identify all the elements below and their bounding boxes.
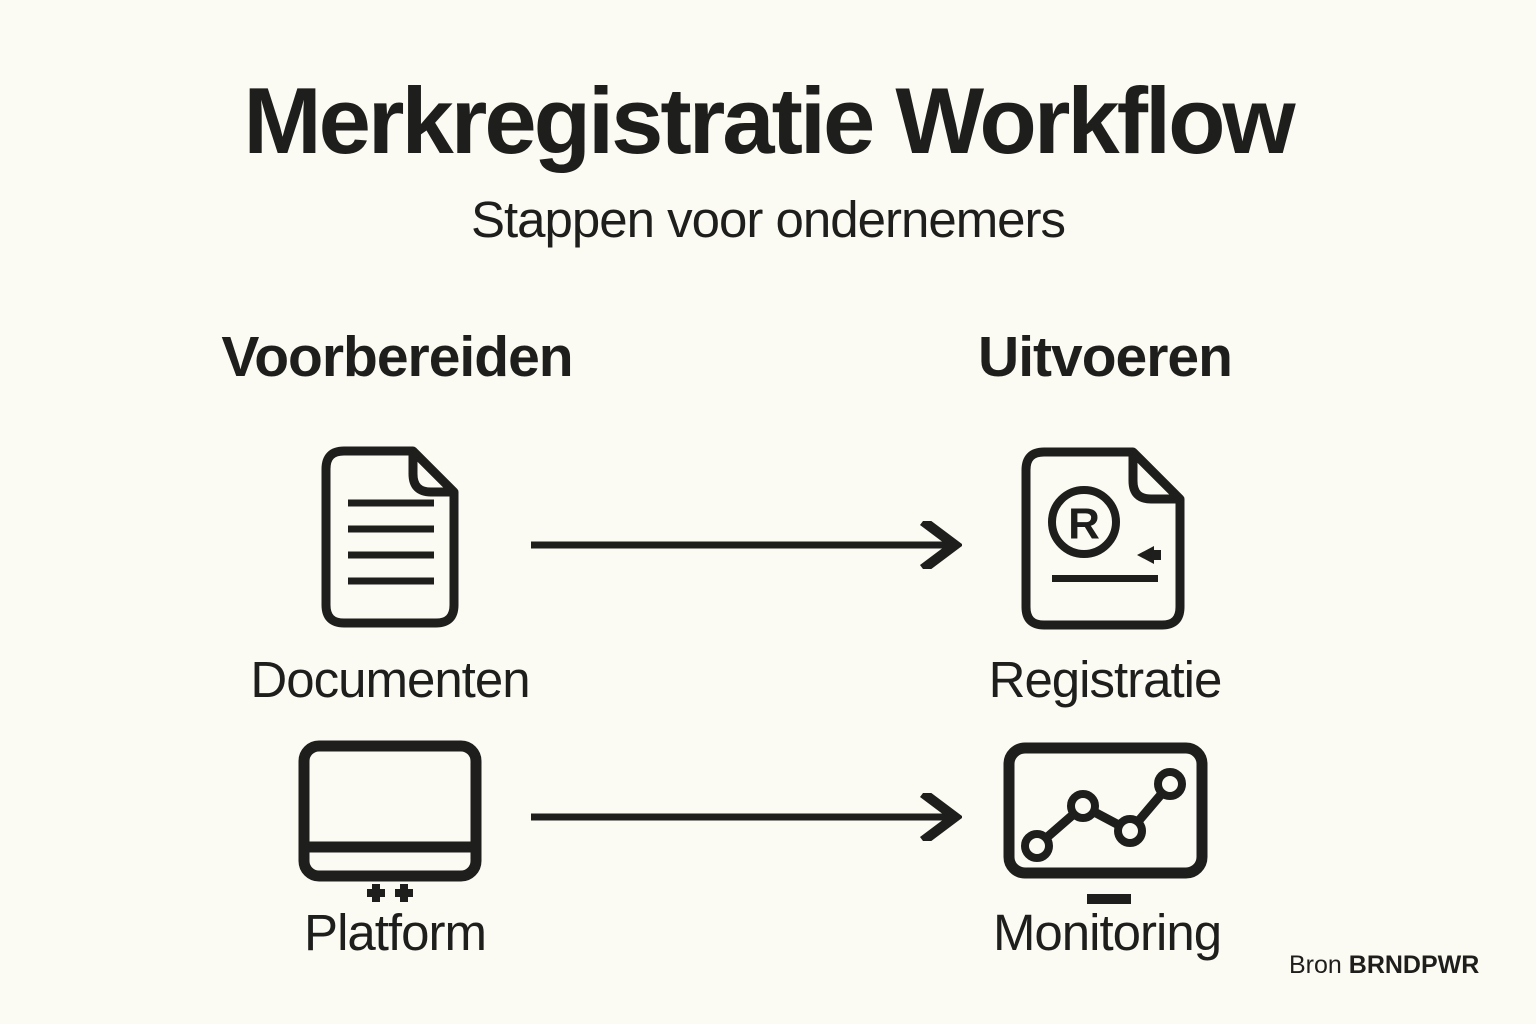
step-label-platform: Platform (304, 904, 487, 961)
source-prefix: Bron (1289, 951, 1342, 979)
step-label-registratie: Registratie (988, 651, 1223, 708)
arrow-right-icon-bottom (531, 793, 962, 841)
monitoring-icon-svg (1003, 742, 1208, 904)
registration-icon-svg: R (1021, 447, 1185, 630)
step-label-monitoring: Monitoring (992, 904, 1222, 961)
arrow-right-icon-top (531, 521, 962, 569)
column-header-voorbereiden: Voorbereiden (221, 325, 573, 389)
monitoring-icon (1003, 742, 1208, 908)
page-subtitle: Stappen voor ondernemers (470, 191, 1066, 248)
source-brand: BRNDPWR (1348, 951, 1480, 979)
column-header-uitvoeren: Uitvoeren (978, 325, 1233, 389)
registered-trademark-document-icon: R (1016, 445, 1190, 632)
document-icon (313, 444, 467, 630)
platform-icon-svg (298, 740, 482, 902)
source-credit: Bron BRNDPWR (1289, 951, 1479, 980)
platform-icon (298, 740, 482, 904)
step-label-documenten: Documenten (250, 651, 530, 708)
document-icon-svg (321, 446, 459, 628)
registered-letter: R (1068, 500, 1100, 549)
page-title: Merkregistratie Workflow (243, 68, 1295, 173)
